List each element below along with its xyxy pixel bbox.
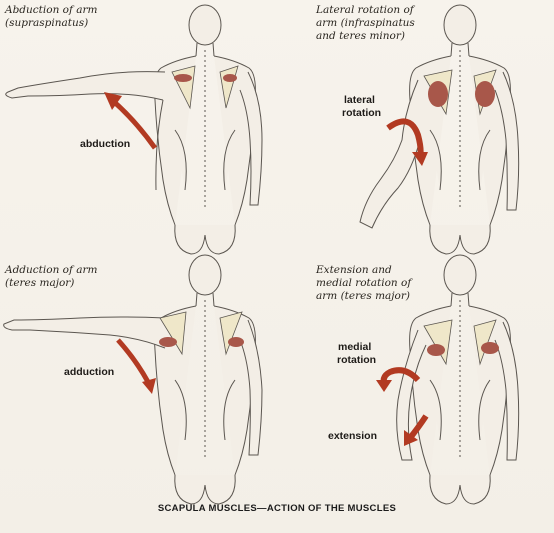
label-lateral: lateral: [344, 94, 375, 106]
scapula-muscles-3: [159, 311, 244, 356]
scapula-muscles-1: [171, 65, 239, 110]
caption-line: (teres major): [5, 277, 75, 289]
figure-extension: [396, 254, 520, 505]
figure-abduction: [5, 4, 263, 255]
caption-line: arm (infraspinatus: [316, 17, 415, 29]
caption-line: Abduction of arm: [5, 4, 98, 16]
label-extension: extension: [328, 430, 378, 442]
figure-lateral-rotation: [359, 4, 520, 255]
scapula-muscles-2: [423, 69, 497, 116]
abduction-arrowhead: [104, 92, 122, 110]
caption-abduction: Abduction of arm (supraspinatus): [5, 4, 97, 30]
label-abduction: abduction: [80, 138, 131, 150]
label-medial-rotation: rotation: [337, 354, 377, 366]
caption-lateral-rotation: Lateral rotation of arm (infraspinatus a…: [316, 4, 415, 43]
caption-line: Extension and: [316, 264, 392, 276]
label-medial: medial: [338, 341, 372, 353]
label-adduction: adduction: [64, 366, 115, 378]
caption-line: Adduction of arm: [5, 264, 98, 276]
caption-adduction: Adduction of arm (teres major): [5, 264, 97, 290]
caption-line: arm (teres major): [316, 290, 410, 302]
caption-line: and teres minor): [316, 30, 405, 42]
adduction-arrowhead: [142, 378, 156, 394]
adduction-arrow: [116, 338, 151, 384]
figure-adduction: [3, 254, 263, 505]
label-rotation: rotation: [342, 107, 382, 119]
caption-extension: Extension and medial rotation of arm (te…: [316, 264, 411, 303]
scapula-muscles-4: [423, 319, 499, 366]
caption-line: medial rotation of: [316, 277, 412, 289]
lateral-rotation-arrowhead: [412, 152, 428, 166]
extension-arrowhead: [404, 430, 418, 446]
caption-line: (supraspinatus): [5, 17, 89, 29]
caption-line: Lateral rotation of: [316, 4, 414, 16]
figure-title: SCAPULA MUSCLES—ACTION OF THE MUSCLES: [157, 503, 397, 514]
medial-rotation-arrow: [380, 367, 421, 385]
medial-rotation-arrowhead: [376, 380, 392, 392]
